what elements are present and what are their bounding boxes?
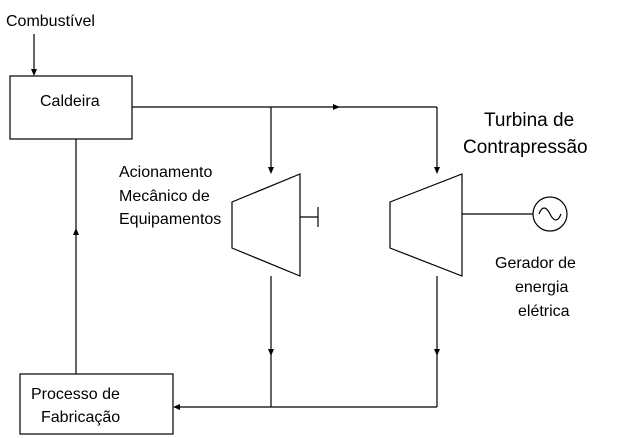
backpressure-turbine-exhaust-line xyxy=(434,276,440,407)
generator-label-line3: elétrica xyxy=(518,303,570,320)
process-box xyxy=(19,373,174,435)
condensate-return-line xyxy=(73,139,79,374)
mechanical-turbine-shape xyxy=(231,173,301,277)
fuel-input-arrow xyxy=(31,34,37,76)
mechanical-turbine-inlet-line xyxy=(268,107,274,174)
generator-label-line1: Gerador de xyxy=(495,255,576,272)
turbine-title-line2: Contrapressão xyxy=(463,137,588,158)
boiler-block: Caldeira xyxy=(9,75,133,140)
mechanical-drive-label-line2: Mecânico de xyxy=(119,188,210,205)
backpressure-turbine xyxy=(389,173,533,277)
process-label-line2: Fabricação xyxy=(41,409,120,426)
fuel-label: Combustível xyxy=(6,13,95,30)
backpressure-turbine-shape xyxy=(389,173,463,277)
mechanical-turbine-exhaust-line xyxy=(268,276,274,407)
boiler-label: Caldeira xyxy=(40,93,100,110)
process-block: Processo de Fabricação xyxy=(19,373,174,435)
generator-label-line2: energia xyxy=(515,279,568,296)
mechanical-drive-label-line1: Acionamento xyxy=(119,164,212,181)
mechanical-drive-label-line3: Equipamentos xyxy=(119,211,221,228)
turbine-title-line1: Turbina de xyxy=(484,110,574,131)
backpressure-turbine-inlet-line xyxy=(434,107,440,174)
steam-header-line xyxy=(132,104,437,110)
process-label-line1: Processo de xyxy=(31,386,120,403)
generator-icon xyxy=(532,196,568,232)
mechanical-drive-turbine xyxy=(231,173,319,277)
process-steam-return-line xyxy=(173,404,437,410)
